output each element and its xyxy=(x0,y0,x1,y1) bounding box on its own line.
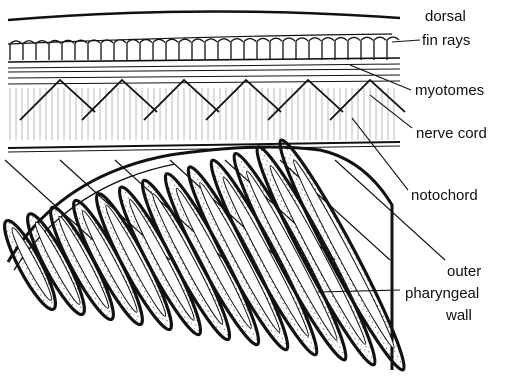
myotome-chevron xyxy=(82,80,157,120)
fin-ray xyxy=(205,39,217,60)
fin-ray-base-line xyxy=(8,58,400,62)
label-dorsal: dorsal xyxy=(425,8,466,25)
fin-ray xyxy=(140,40,152,60)
label-pharyngeal: pharyngeal xyxy=(405,285,479,302)
label-fin-rays: fin rays xyxy=(422,32,470,49)
fin-ray xyxy=(257,38,269,60)
label-notochord: notochord xyxy=(411,187,478,204)
fin-ray xyxy=(270,38,282,60)
fin-ray xyxy=(49,41,61,61)
myotome-chevron xyxy=(268,80,343,120)
myotome-chevron xyxy=(20,80,95,120)
leader-dorsal-fin-rays xyxy=(392,40,420,42)
body-dorsal-edge xyxy=(8,11,400,20)
fin-ray xyxy=(166,39,178,60)
fin-ray xyxy=(75,40,87,60)
dorsal-fin-rays xyxy=(8,34,399,60)
myotome-chevrons xyxy=(20,80,405,120)
fin-ray xyxy=(192,39,204,60)
label-nerve-cord: nerve cord xyxy=(416,125,487,142)
nerve-cord-band xyxy=(8,64,400,84)
illustration xyxy=(0,11,445,375)
fin-ray xyxy=(348,37,360,60)
label-myotomes: myotomes xyxy=(415,82,484,99)
fin-ray xyxy=(101,40,113,60)
fin-ray xyxy=(244,39,256,60)
labels: dorsal fin rays myotomes nerve cord noto… xyxy=(405,8,487,324)
label-wall: wall xyxy=(445,307,472,324)
gill-bars xyxy=(0,134,415,376)
fin-ray xyxy=(322,38,334,60)
fin-ray xyxy=(127,40,139,60)
myotome-chevron xyxy=(206,80,281,120)
fin-ray xyxy=(218,39,230,60)
fin-ray xyxy=(361,37,373,60)
fin-ray xyxy=(283,38,295,60)
fin-ray xyxy=(335,38,347,60)
fin-ray xyxy=(387,37,399,60)
leader-notochord xyxy=(352,118,408,190)
fin-ray xyxy=(296,38,308,60)
fin-ray xyxy=(153,39,165,60)
fin-ray xyxy=(114,40,126,60)
label-outer: outer xyxy=(447,263,481,280)
fin-ray xyxy=(309,38,321,60)
fin-ray xyxy=(231,39,243,60)
fin-ray xyxy=(36,41,48,60)
fin-ray xyxy=(88,40,100,60)
fin-ray xyxy=(374,37,386,60)
fin-ray xyxy=(179,39,191,60)
fin-ray xyxy=(62,40,74,60)
